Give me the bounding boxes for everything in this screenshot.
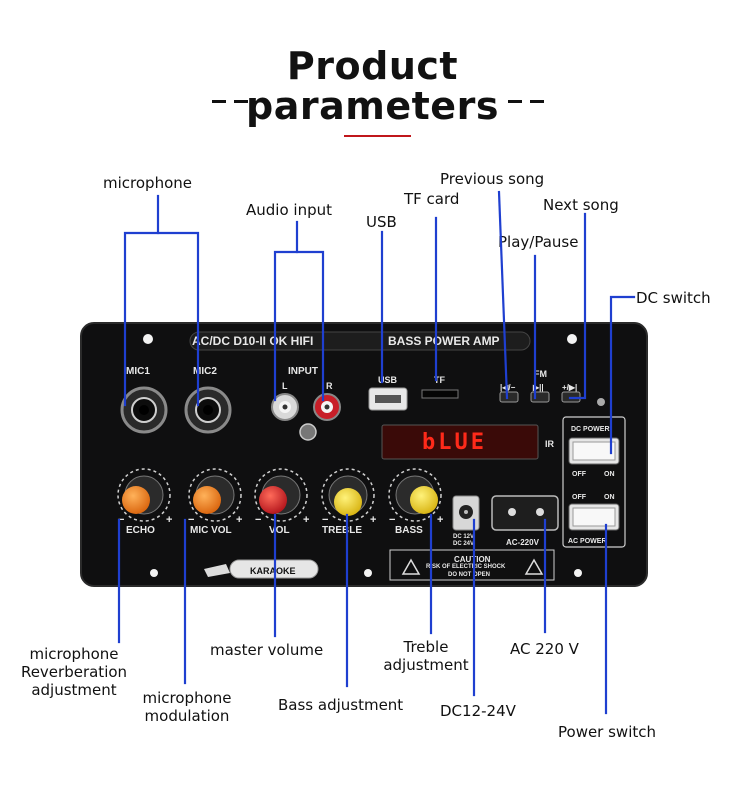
page-title-line1: Product (286, 44, 459, 88)
ac-label: AC-220V (506, 538, 539, 547)
label-next-song: Next song (543, 196, 619, 214)
label-audio-input: Audio input (246, 201, 332, 219)
mount-hole (567, 334, 577, 344)
knob-label-mic-vol: MIC VOL (190, 525, 232, 536)
ac-socket (491, 495, 559, 531)
knob-plus: + (166, 514, 173, 526)
ir-sensor (299, 423, 317, 441)
karaoke-label: KARAOKE (250, 566, 296, 576)
dc-power-label: DC POWER (571, 426, 610, 433)
label-previous-song: Previous song (440, 170, 545, 188)
title-dash (212, 100, 226, 103)
page-title-line2: parameters (246, 84, 499, 128)
input-label: INPUT (288, 366, 318, 377)
mic1-label: MIC1 (126, 366, 150, 377)
dc-on-label: ON (604, 471, 615, 478)
ac-off-label: OFF (572, 494, 586, 501)
knob-plus: + (236, 514, 243, 526)
rca-right-jack (313, 393, 341, 421)
usb-label: USB (378, 375, 398, 385)
warning-icon (524, 558, 544, 575)
panel-brand: BASS POWER AMP (388, 334, 500, 348)
label-play-pause: Play/Pause (498, 233, 579, 251)
mount-hole (150, 569, 158, 577)
mic1-jack (120, 386, 168, 434)
knob-plus: + (303, 514, 310, 526)
label-ac-220v: AC 220 V (510, 640, 579, 658)
mic2-label: MIC2 (193, 366, 217, 377)
knob-minus: − (118, 514, 125, 526)
input-right-label: R (326, 381, 333, 391)
title-dash (530, 100, 544, 103)
knob-label-treble: TREBLE (322, 525, 362, 536)
title-dash (508, 100, 522, 103)
label-dc-switch: DC switch (636, 289, 711, 307)
ir-label: IR (545, 439, 554, 449)
vol-knob (254, 468, 308, 522)
dc-off-label: OFF (572, 471, 586, 478)
ac-power-label: AC POWER (568, 538, 607, 545)
knob-label-vol: VOL (269, 525, 290, 536)
prev-button (499, 391, 519, 403)
mount-hole (574, 569, 582, 577)
input-left-label: L (282, 381, 288, 391)
mount-hole (364, 569, 372, 577)
tf-label: TF (434, 375, 445, 385)
display-text: bLUE (422, 430, 487, 455)
label-master-volume: master volume (210, 641, 324, 659)
label-bass-adjustment: Bass adjustment (278, 696, 404, 714)
bass-knob (388, 468, 442, 522)
knob-label-bass: BASS (395, 525, 423, 536)
caution-line1: RISK OF ELECTRIC SHOCK (426, 564, 506, 570)
knob-minus: − (188, 514, 195, 526)
label-tf-card: TF card (404, 190, 460, 208)
knob-plus: + (437, 514, 444, 526)
panel-model: AC/DC D10-II OK HIFI (192, 334, 314, 348)
next-button-label: +/▶| (562, 383, 578, 392)
rca-left-jack (271, 393, 299, 421)
tf-slot (421, 389, 459, 399)
label-power-switch: Power switch (558, 723, 657, 741)
dc-jack-label: DC 12V DC 24V (453, 534, 475, 547)
ac-on-label: ON (604, 494, 615, 501)
title-dash (234, 100, 248, 103)
knob-minus: − (389, 514, 396, 526)
mic-vol-knob (188, 468, 242, 522)
knob-plus: + (370, 514, 377, 526)
play-button-label: ▶|| (533, 383, 544, 392)
panel-graphics (117, 331, 626, 581)
treble-knob (321, 468, 375, 522)
fm-label: FM (534, 369, 547, 379)
caution-title: CAUTION (454, 555, 491, 564)
label-usb: USB (366, 213, 397, 231)
knob-minus: − (255, 514, 262, 526)
title-underline (344, 135, 411, 137)
warning-icon (401, 558, 421, 575)
knob-label-echo: ECHO (126, 525, 155, 536)
led-display (381, 424, 539, 460)
caution-line2: DO NOT OPEN (448, 572, 491, 578)
knob-minus: − (322, 514, 329, 526)
label-dc-12-24v: DC12-24V (440, 702, 516, 720)
echo-knob (117, 468, 171, 522)
amplifier-panel: AC/DC D10-II OK HIFI BASS POWER AMP MIC1… (80, 322, 648, 587)
mount-hole (143, 334, 153, 344)
label-microphone: microphone (103, 174, 192, 192)
